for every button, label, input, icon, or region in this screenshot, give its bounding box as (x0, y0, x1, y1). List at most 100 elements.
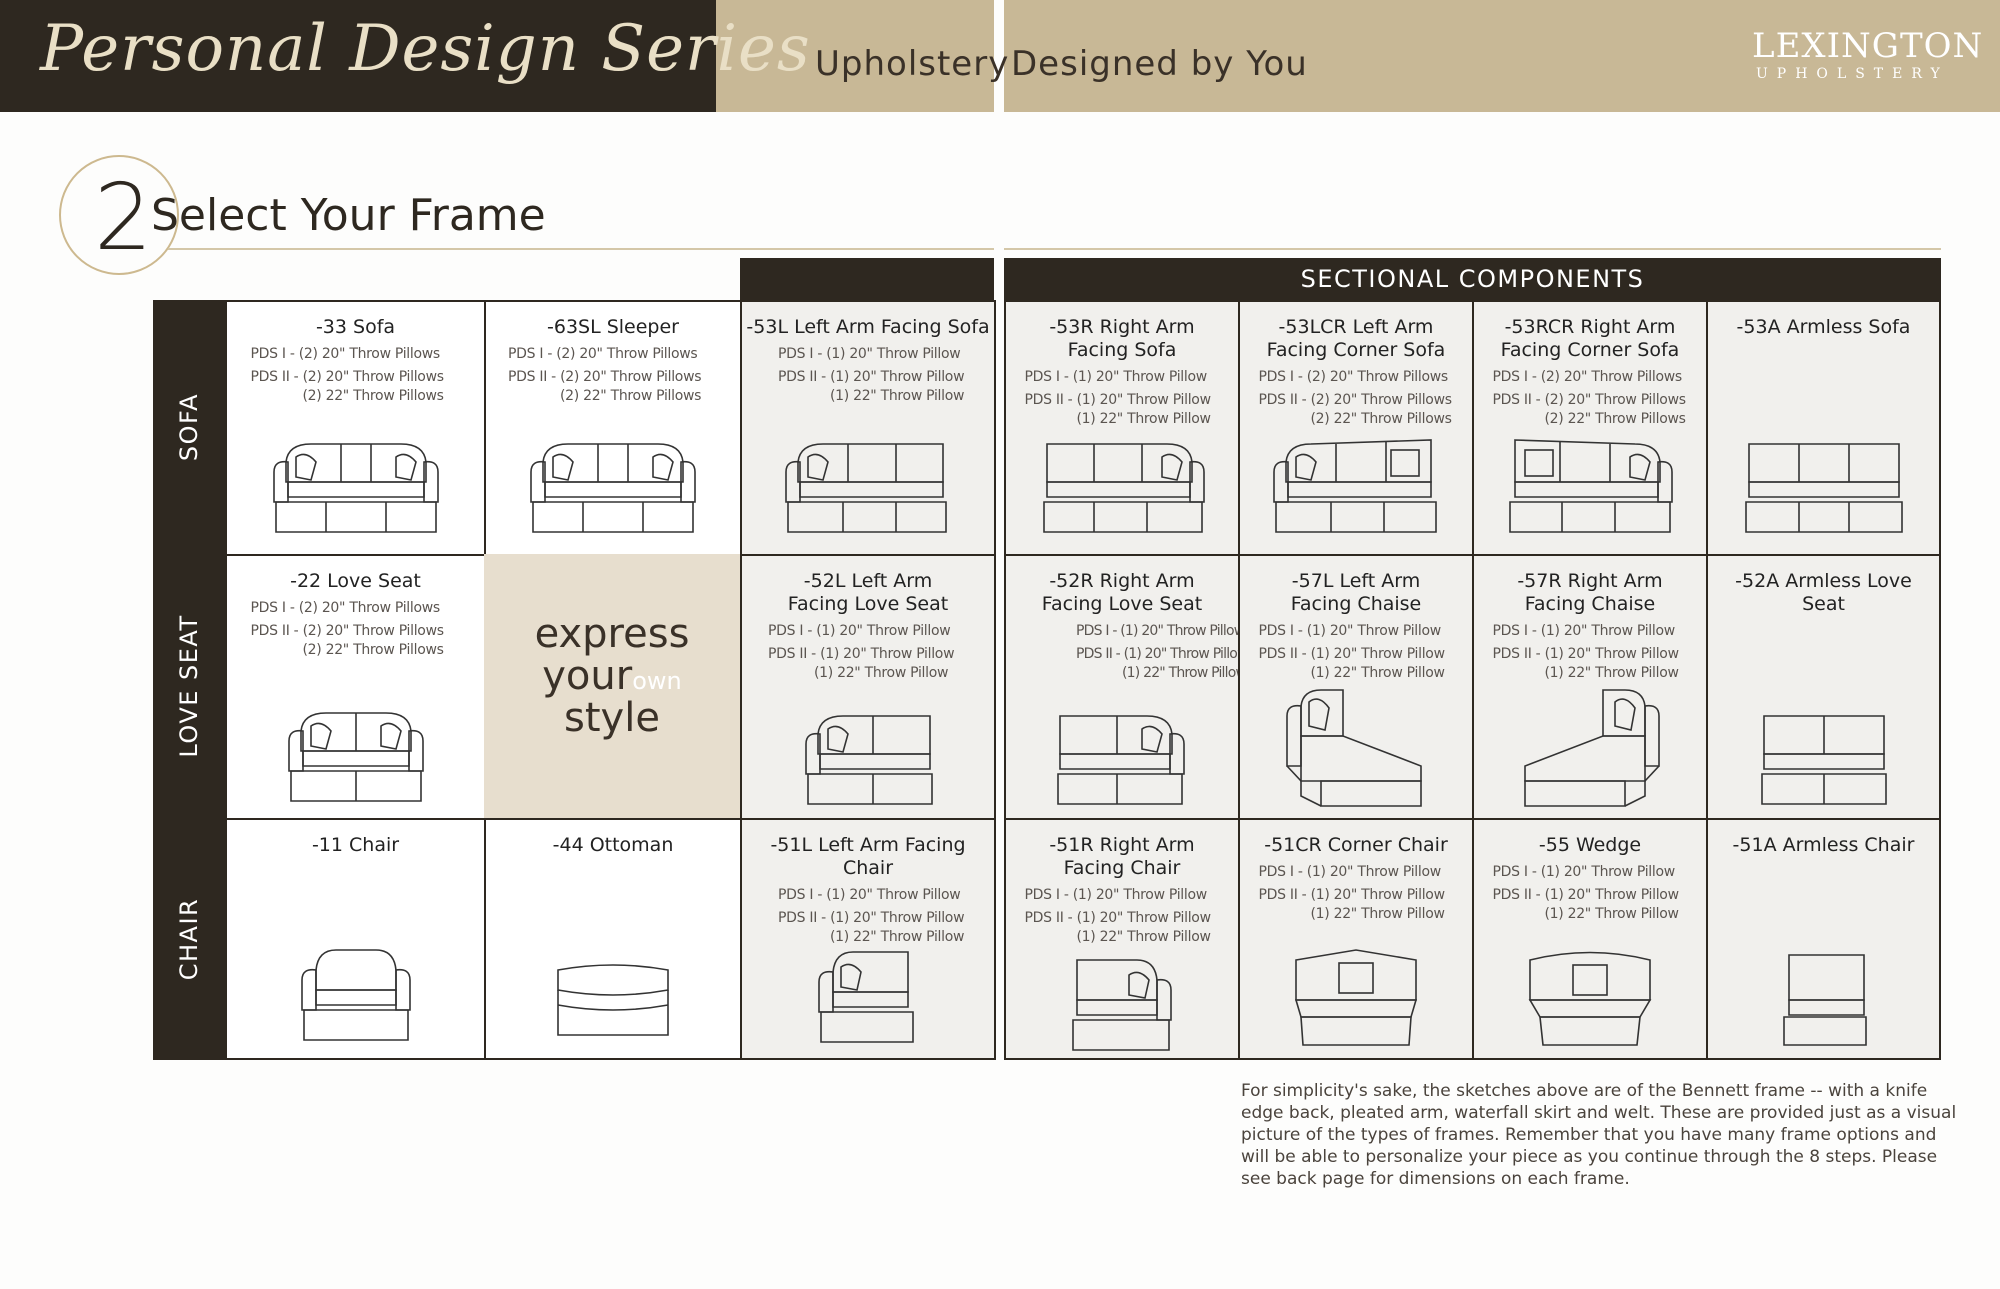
frame-cell-63sl-sleeper[interactable]: -63SL Sleeper PDS I - (2) 20" Throw Pill… (484, 300, 742, 556)
frame-cell-44-ottoman[interactable]: -44 Ottoman (484, 818, 742, 1060)
step-number: 2 (94, 164, 153, 271)
corner-chair-sketch-icon (1294, 949, 1418, 1046)
frame-name-line2: Facing Chaise (1524, 593, 1656, 615)
pds2b-text: (1) 22" Throw Pillow (1544, 906, 1679, 922)
frame-name-line2: Facing Love Seat (787, 593, 949, 615)
pillow-options: PDS I - (1) 20" Throw Pillow PDS II - (1… (1259, 863, 1454, 924)
frame-cell-11-chair[interactable]: -11 Chair (225, 818, 486, 1060)
frame-name: -55 Wedge (1538, 834, 1642, 856)
pds2b-text: (1) 22" Throw Pillow (1310, 906, 1445, 922)
frame-name: -51L Left Arm Facing Chair (770, 834, 966, 879)
pillow-options: PDS I - (2) 20" Throw Pillows PDS II - (… (251, 599, 461, 660)
right-arm-love-seat-sketch-icon (1057, 715, 1185, 805)
frame-cell-33-sofa[interactable]: -33 Sofa PDS I - (2) 20" Throw Pillows P… (225, 300, 486, 556)
frame-name: -11 Chair (311, 834, 400, 856)
frame-name: -63SL Sleeper (547, 316, 679, 338)
frame-cell-52a-armless-love-seat[interactable]: -52A Armless Love Seat (1706, 554, 1941, 820)
row-label-sofa-text: SOFA (175, 392, 203, 462)
frame-name: -52A Armless Love Seat (1735, 570, 1912, 615)
frame-cell-51cr-corner-chair[interactable]: -51CR Corner Chair PDS I - (1) 20" Throw… (1238, 818, 1474, 1060)
frame-cell-53a-armless-sofa[interactable]: -53A Armless Sofa (1706, 300, 1941, 556)
chair-sketch-icon (300, 949, 411, 1041)
left-arm-love-seat-sketch-icon (805, 715, 933, 805)
express-line2: yourown (484, 654, 740, 703)
pds1-text: PDS I - (1) 20" Throw Pillow (1024, 887, 1208, 903)
row-label-chair-text: CHAIR (175, 897, 203, 981)
pds2-text: PDS II - (1) 20" Throw Pillow (778, 910, 965, 926)
frame-cell-53l-left-arm-facing-sofa[interactable]: -53L Left Arm Facing Sofa PDS I - (1) 20… (740, 300, 996, 556)
row-label-sofa: SOFA (153, 300, 225, 554)
title-rule-left (168, 248, 994, 250)
pds1-text: PDS I - (1) 20" Throw Pillow (1024, 369, 1208, 385)
frame-cell-55-wedge[interactable]: -55 Wedge PDS I - (1) 20" Throw Pillow P… (1472, 818, 1708, 1060)
pds1-text: PDS I - (2) 20" Throw Pillows (1492, 369, 1683, 385)
pillow-options: PDS I - (1) 20" Throw Pillow PDS II - (1… (1493, 863, 1688, 924)
frame-name-line2: Facing Chair (1063, 857, 1181, 879)
armless-chair-sketch-icon (1782, 954, 1867, 1046)
pds2b-text: (1) 22" Throw Pillow (1310, 665, 1445, 681)
pds2-text: PDS II - (1) 20" Throw Pillow (1258, 646, 1446, 662)
pds2-text: PDS II - (2) 20" Throw Pillows (1492, 392, 1687, 408)
right-arm-chair-sketch-icon (1072, 959, 1172, 1051)
frame-name-line2: Facing Corner Sofa (1266, 339, 1446, 361)
frame-name: -33 Sofa (315, 316, 396, 338)
pds2b-text: (1) 22" Throw Pillow (830, 929, 965, 945)
pillow-options: PDS I - (1) 20" Throw Pillow PDS II - (1… (778, 345, 965, 406)
frame-name: -51CR Corner Chair (1264, 834, 1448, 856)
pds2b-text: (2) 22" Throw Pillows (1544, 411, 1686, 427)
pds1-text: PDS I - (1) 20" Throw Pillow (778, 887, 961, 903)
header-tan-band-right (1004, 0, 2000, 112)
pds2b-text: (2) 22" Throw Pillows (1310, 411, 1452, 427)
pds2b-text: (2) 22" Throw Pillows (560, 388, 702, 404)
pds1-text: PDS I - (1) 20" Throw Pillow (1258, 623, 1442, 639)
pds1-text: PDS I - (1) 20" Throw Pillow (1492, 864, 1676, 880)
express-your: your (542, 653, 633, 699)
pds2b-text: (1) 22" Throw Pillow (1076, 411, 1211, 427)
right-chaise-sketch-icon (1524, 689, 1660, 807)
frame-cell-51a-armless-chair[interactable]: -51A Armless Chair (1706, 818, 1941, 1060)
pds2-text: PDS II - (1) 20" Throw Pillow (1024, 910, 1212, 926)
pds2-text: PDS II - (1) 20" Throw Pillow (1024, 392, 1212, 408)
sectional-components-header: SECTIONAL COMPONENTS (1004, 258, 1941, 300)
sofa-sketch-icon (272, 443, 439, 533)
table-cap (740, 258, 994, 300)
express-own: own (632, 667, 682, 695)
pillow-options: PDS I - (1) 20" Throw Pillow PDS II - (1… (778, 886, 965, 947)
brand-logo: LEXINGTON (1752, 26, 1984, 66)
pds2b-text: (1) 22" Throw Pillow (1076, 929, 1211, 945)
pds2-text: PDS II - (2) 20" Throw Pillows (250, 623, 445, 639)
pillow-options: PDS I - (2) 20" Throw Pillows PDS II - (… (1493, 368, 1688, 429)
tagline-upholstery: Upholstery (815, 44, 1010, 84)
frame-cell-22-love-seat[interactable]: -22 Love Seat PDS I - (2) 20" Throw Pill… (225, 554, 486, 820)
pds1-text: PDS I - (1) 20" Throw Pillow (1492, 623, 1676, 639)
pds1-text: PDS I - (2) 20" Throw Pillows (1258, 369, 1449, 385)
pds2-text: PDS II - (2) 20" Throw Pillows (250, 369, 445, 385)
express-your-own-style-panel: express yourown style (484, 554, 740, 818)
left-arm-sofa-sketch-icon (785, 443, 947, 533)
frame-name-line1: -52L Left Arm (803, 570, 933, 592)
pillow-options: PDS I - (1) 20" Throw Pillow PDS II - (1… (768, 622, 968, 683)
pds2-text: PDS II - (2) 20" Throw Pillows (508, 369, 702, 385)
love-seat-sketch-icon (287, 712, 424, 802)
pillow-options: PDS I - (1) 20" Throw Pillow PDS II - (1… (1259, 622, 1454, 683)
pds1-text: PDS I - (1) 20" Throw Pillow (768, 623, 951, 639)
frame-name-line1: -51R Right Arm (1049, 834, 1195, 856)
pds1-text: PDS I - (2) 20" Throw Pillows (250, 346, 441, 362)
pds1-text: PDS I - (1) 20" Throw Pillow (1258, 864, 1442, 880)
right-arm-sofa-sketch-icon (1043, 443, 1205, 533)
frame-cell-51l-left-arm-facing-chair[interactable]: -51L Left Arm Facing Chair PDS I - (1) 2… (740, 818, 996, 1060)
frame-name-line1: -57L Left Arm (1291, 570, 1421, 592)
